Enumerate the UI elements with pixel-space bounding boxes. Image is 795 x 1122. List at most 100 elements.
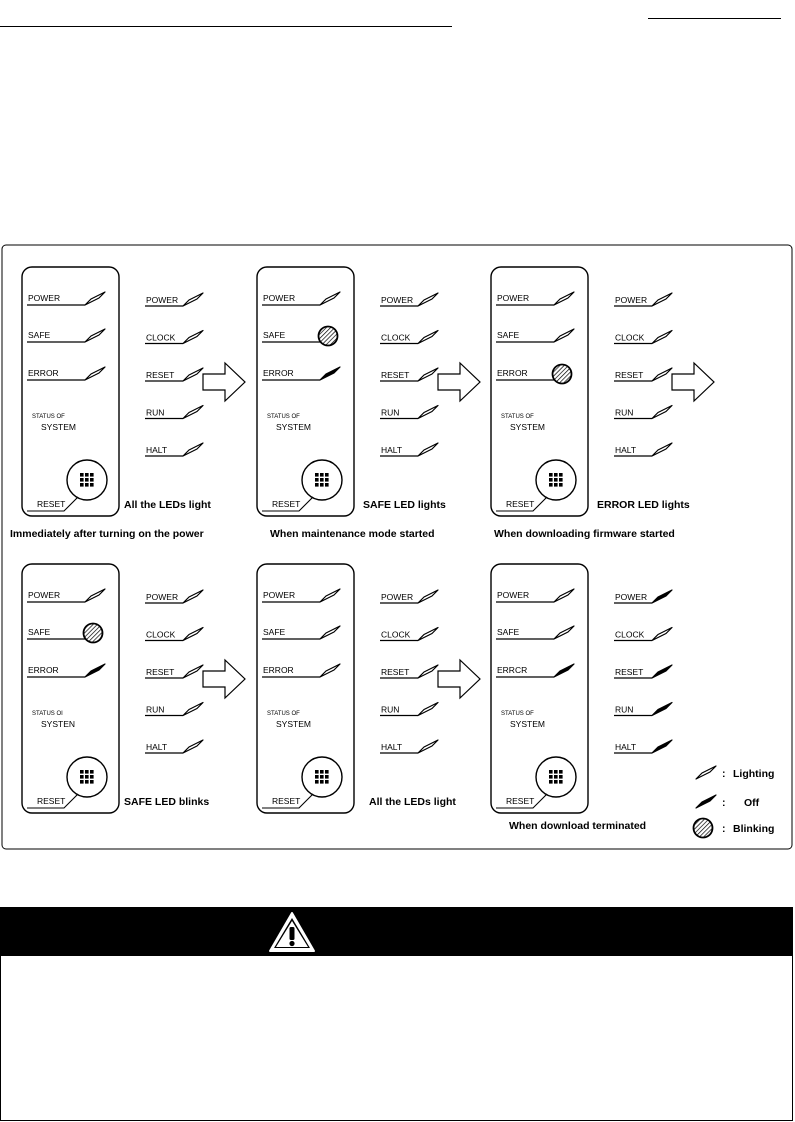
knob-dot (85, 483, 89, 487)
knob-dot (549, 478, 553, 482)
reset-leader (496, 793, 548, 809)
front-led-lighting-icon (84, 366, 106, 381)
legend-item-lighting: :Lighting (695, 765, 774, 780)
front-led-label: SAFE (263, 627, 286, 637)
knob-dot (554, 775, 558, 779)
reset-label: RESET (272, 796, 300, 806)
front-led-label: POWER (497, 293, 529, 303)
side-led-label: CLOCK (615, 630, 645, 640)
side-led-label: RUN (615, 408, 633, 418)
front-led-label: ERROR (263, 368, 294, 378)
side-led-label: CLOCK (381, 630, 411, 640)
side-led-label: HALT (615, 445, 636, 455)
flow-arrow-3 (671, 361, 715, 403)
side-led-lighting-icon (417, 701, 439, 717)
front-led-label: ERROR (28, 665, 59, 675)
side-led-label: RUN (615, 705, 633, 715)
reset-label: RESET (37, 796, 65, 806)
knob-dot (320, 473, 324, 477)
side-led-label: HALT (615, 742, 636, 752)
knob-dot (85, 770, 89, 774)
knob-dot (90, 478, 94, 482)
side-led-label: HALT (146, 742, 167, 752)
stage-caption: When downloading firmware started (494, 528, 675, 540)
side-led-label: CLOCK (381, 333, 411, 343)
state-caption: ERROR LED lights (597, 499, 690, 511)
front-led-blinking-icon (551, 363, 573, 385)
knob-dot (315, 780, 319, 784)
flow-arrow-1 (202, 361, 246, 403)
side-led-label: POWER (615, 592, 647, 602)
side-led-off-icon (651, 701, 673, 717)
side-led-lighting-icon (417, 367, 439, 382)
side-led-label: RESET (615, 370, 643, 380)
knob-dot (325, 473, 329, 477)
diagram-frame (1, 244, 793, 850)
status-small-text: STATUS OF (501, 414, 534, 420)
front-led-off-icon (84, 663, 106, 678)
knob-dot (325, 780, 329, 784)
front-led-label: POWER (28, 590, 60, 600)
module-front (21, 563, 120, 814)
front-led-label: SAFE (28, 627, 51, 637)
side-led-label: POWER (381, 592, 413, 602)
front-led-off-icon (319, 366, 341, 381)
side-led-label: POWER (146, 592, 178, 602)
side-led-label: RUN (381, 705, 399, 715)
side-led-lighting-icon (417, 442, 439, 457)
side-led-label: RESET (615, 667, 643, 677)
reset-label: RESET (37, 499, 65, 509)
side-led-lighting-icon (182, 292, 204, 307)
front-led-lighting-icon (84, 328, 106, 343)
knob-dot (90, 780, 94, 784)
knob-dot (90, 770, 94, 774)
knob-dot (80, 770, 84, 774)
side-led-lighting-icon (651, 329, 673, 345)
knob-dot (85, 780, 89, 784)
module-front (256, 563, 355, 814)
legend-label: Off (744, 797, 760, 809)
front-led-label: ERROR (497, 368, 528, 378)
knob-dot (325, 770, 329, 774)
side-led-label: POWER (146, 295, 178, 305)
side-led-label: CLOCK (615, 333, 645, 343)
side-led-label: RUN (381, 408, 399, 418)
knob-dot (559, 473, 563, 477)
module-front (490, 266, 589, 517)
state-caption: All the LEDs light (124, 499, 211, 511)
side-led-lighting-icon (651, 292, 673, 307)
status-big-text: SYSTEM (510, 719, 545, 729)
status-small-text: STATUS OI (32, 711, 63, 717)
knob-dot (554, 770, 558, 774)
knob-dot (559, 775, 563, 779)
knob-dot (80, 473, 84, 477)
header-rule-right (648, 18, 781, 19)
front-led-label: SAFE (497, 627, 520, 637)
side-led-label: HALT (381, 445, 402, 455)
knob-dot (554, 473, 558, 477)
side-led-lighting-icon (417, 589, 439, 604)
front-led-lighting-icon (553, 625, 575, 640)
knob-dot (85, 478, 89, 482)
knob-dot (325, 478, 329, 482)
knob-dot (559, 770, 563, 774)
stage-caption: When download terminated (509, 820, 646, 832)
front-led-label: SAFE (263, 330, 286, 340)
flow-arrow-2 (437, 361, 481, 403)
knob-dot (559, 483, 563, 487)
status-big-text: SYSTEN (41, 719, 75, 729)
warning-header-bar (1, 908, 792, 956)
side-led-label: RESET (146, 667, 174, 677)
knob-dot (559, 478, 563, 482)
side-led-lighting-icon (651, 442, 673, 457)
legend-separator: : (722, 823, 726, 835)
legend-item-blinking: :Blinking (692, 817, 774, 839)
module-front (490, 563, 589, 814)
status-big-text: SYSTEM (510, 422, 545, 432)
side-led-lighting-icon (651, 404, 673, 420)
state-caption: All the LEDs light (369, 796, 456, 808)
knob-dot (90, 775, 94, 779)
side-led-off-icon (651, 739, 673, 754)
knob-dot (320, 483, 324, 487)
